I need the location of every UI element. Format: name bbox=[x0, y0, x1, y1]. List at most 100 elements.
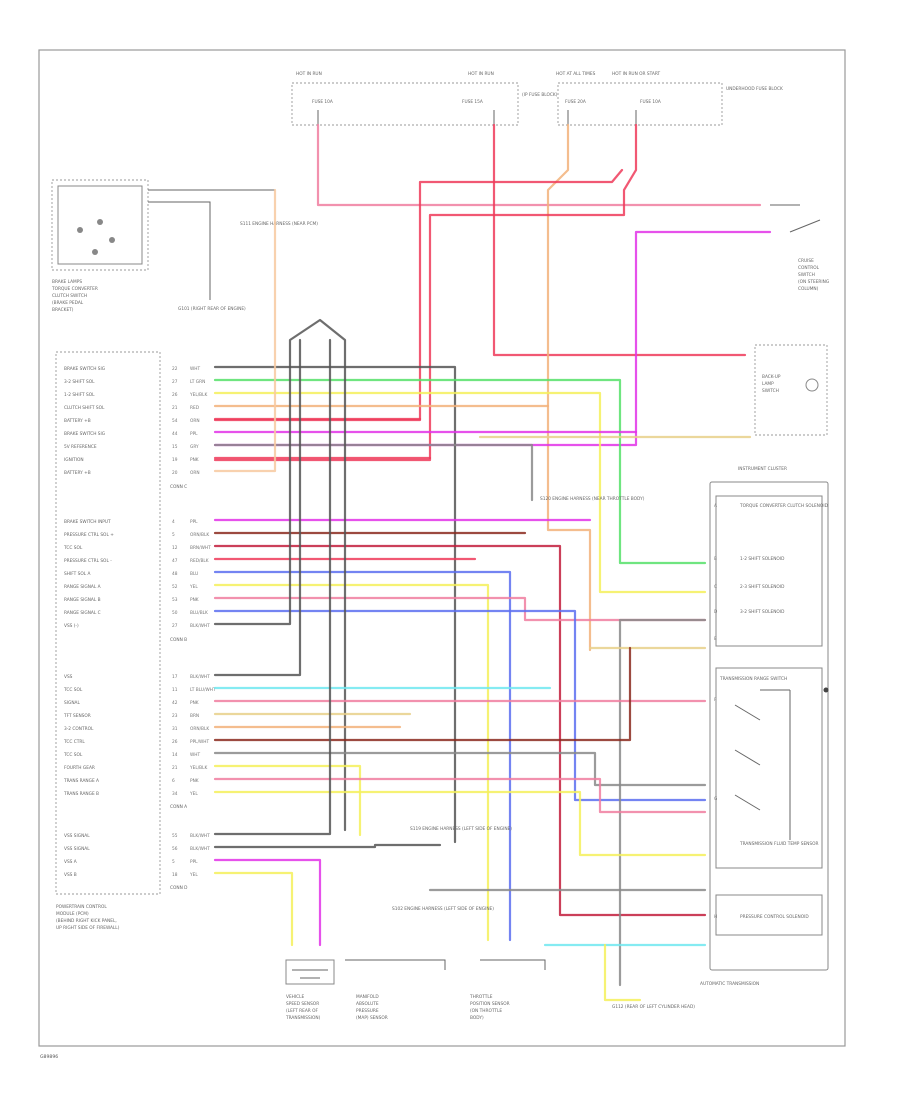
pcm-g3-c2: PNK bbox=[190, 700, 199, 706]
vss-line-3: (LEFT REAR OF bbox=[286, 1008, 319, 1014]
pcm-g1-c1: LT GRN bbox=[190, 379, 205, 385]
trans-pin-d: D bbox=[714, 609, 718, 615]
pcm-g2-c3: RED/BLK bbox=[190, 558, 209, 564]
vss-line-1: VEHICLE bbox=[286, 994, 305, 1000]
pcm-g2-l1: PRESSURE CTRL SOL + bbox=[64, 532, 114, 538]
pcm-g2-c0: PPL bbox=[190, 519, 198, 525]
pcm-g4-p1: 56 bbox=[172, 846, 178, 852]
pcm-g2-c1: ORN/BLK bbox=[190, 532, 209, 538]
sol-2: 2-3 SHIFT SOLENOID bbox=[740, 584, 785, 590]
pcm-g3-c1: LT BLU/WHT bbox=[190, 687, 216, 693]
vss-line-4: TRANSMISSION) bbox=[285, 1015, 321, 1021]
wire-g1-2 bbox=[213, 391, 707, 594]
map-line-2: ABSOLUTE bbox=[356, 1001, 379, 1007]
wire-g3-7 bbox=[213, 764, 362, 837]
pcm-g1-c6: GRY bbox=[190, 444, 199, 450]
wire-g1-1 bbox=[213, 378, 707, 565]
pcm-g3-p4: 31 bbox=[172, 726, 178, 732]
sol-6: TRANSMISSION FLUID TEMP SENSOR bbox=[739, 841, 818, 847]
pcm-conn-c4: CONN D bbox=[170, 885, 188, 891]
pcm-g3-c4: ORN/BLK bbox=[190, 726, 209, 732]
pcm-module: POWERTRAIN CONTROL MODULE (PCM) (BEHIND … bbox=[55, 351, 188, 931]
wire-g2-6 bbox=[213, 596, 707, 622]
trans-pin-a: A bbox=[714, 503, 717, 509]
brake-switch-line-2: TORQUE CONVERTER bbox=[51, 286, 98, 292]
pcm-g2-c2: BRN/WHT bbox=[190, 545, 211, 551]
pcm-g2-l7: RANGE SIGNAL C bbox=[64, 610, 101, 616]
pcm-g3-c8: PNK bbox=[190, 778, 199, 784]
wire-g2-5 bbox=[213, 583, 490, 942]
pcm-g2-p0: 4 bbox=[172, 519, 175, 525]
pcm-g1-p6: 15 bbox=[172, 444, 178, 450]
backup-lamp-switch: BACK-UP LAMP SWITCH bbox=[754, 344, 828, 436]
splice-s2-text: S119 ENGINE HARNESS (LEFT SIDE OF ENGINE… bbox=[410, 826, 512, 832]
cruise-line-1: CRUISE bbox=[798, 258, 814, 264]
pcm-g3-c9: YEL bbox=[189, 791, 198, 797]
pcm-g3-c6: WHT bbox=[190, 752, 200, 758]
tps-line-2: POSITION SENSOR bbox=[470, 1001, 510, 1007]
splice-s3-text: S102 ENGINE HARNESS (LEFT SIDE OF ENGINE… bbox=[392, 906, 494, 912]
trans-pin-e: E bbox=[714, 636, 717, 642]
splice-s1-text: S111 ENGINE HARNESS (NEAR PCM) bbox=[240, 221, 318, 227]
ground-g1-text: G101 (RIGHT REAR OF ENGINE) bbox=[178, 306, 246, 312]
pcm-title-3: (BEHIND RIGHT KICK PANEL, bbox=[56, 918, 117, 924]
pcm-g1-p0: 22 bbox=[172, 366, 178, 372]
pcm-g2-c7: BLU/BLK bbox=[190, 610, 208, 616]
pcm-g4-l3: VSS B bbox=[64, 872, 77, 878]
wire-g2-4 bbox=[213, 570, 512, 942]
pcm-g3-p3: 23 bbox=[172, 713, 178, 719]
trans-pin-h: H bbox=[714, 914, 717, 920]
pcm-g4-p0: 55 bbox=[172, 833, 178, 839]
pcm-title-2: MODULE (PCM) bbox=[56, 911, 89, 917]
wire-g3-0 bbox=[213, 338, 302, 677]
brake-switch-line-1: BRAKE LAMPS bbox=[52, 279, 82, 285]
wire-g4-3 bbox=[213, 871, 294, 947]
tps-line-1: THROTTLE bbox=[469, 994, 493, 1000]
pcm-g1-l8: BATTERY +B bbox=[64, 470, 91, 476]
wire-feed-orange bbox=[546, 123, 592, 652]
pcm-g4-l0: VSS SIGNAL bbox=[64, 833, 90, 839]
pcm-g1-p2: 26 bbox=[172, 392, 178, 398]
pcm-g1-c5: PPL bbox=[190, 431, 198, 437]
pcm-g4-p3: 18 bbox=[172, 872, 178, 878]
pcm-g4-p2: 5 bbox=[172, 859, 175, 865]
cruise-line-2: CONTROL bbox=[798, 265, 820, 271]
pcm-g3-l0: VSS bbox=[64, 674, 73, 680]
wire-g3-8 bbox=[213, 777, 707, 814]
pcm-g1-l0: BRAKE SWITCH SIG bbox=[64, 366, 105, 372]
pcm-g1-c7: PNK bbox=[190, 457, 199, 463]
pcm-g4-c0: BLK/WHT bbox=[190, 833, 210, 839]
wire-g2-8 bbox=[213, 318, 347, 832]
wire-g3-6 bbox=[213, 751, 707, 787]
pcm-g3-p5: 26 bbox=[172, 739, 178, 745]
pcm-g2-p5: 52 bbox=[172, 584, 178, 590]
wire-g3-5 bbox=[213, 646, 632, 742]
tps-sensor: THROTTLE POSITION SENSOR (ON THROTTLE BO… bbox=[469, 959, 546, 1021]
pcm-g1-c4: ORN bbox=[190, 418, 200, 424]
pcm-g2-p6: 53 bbox=[172, 597, 178, 603]
fuse-left-sub-label: (IP FUSE BLOCK) bbox=[522, 92, 558, 98]
pcm-g2-p2: 12 bbox=[172, 545, 178, 551]
map-line-1: MANIFOLD bbox=[356, 994, 379, 1000]
pcm-g1-p5: 44 bbox=[172, 431, 178, 437]
pcm-conn-c2: CONN B bbox=[170, 637, 187, 643]
pcm-g1-l6: 5V REFERENCE bbox=[64, 444, 97, 450]
map-line-3: PRESSURE bbox=[356, 1008, 379, 1014]
pcm-g3-l8: TRANS RANGE A bbox=[63, 778, 99, 784]
pcm-g3-p9: 34 bbox=[172, 791, 178, 797]
cruise-line-3: SWITCH bbox=[798, 272, 815, 278]
pcm-g3-l5: TCC CTRL bbox=[63, 739, 85, 745]
pcm-g1-c0: WHT bbox=[190, 366, 200, 372]
brake-switch: BRAKE LAMPS TORQUE CONVERTER CLUTCH SWIT… bbox=[51, 179, 275, 313]
pcm-g2-l2: TCC SOL bbox=[63, 545, 83, 551]
splices-lower: S119 ENGINE HARNESS (LEFT SIDE OF ENGINE… bbox=[392, 496, 695, 1010]
pcm-g3-p0: 17 bbox=[172, 674, 178, 680]
wire-g1-6 bbox=[213, 443, 534, 502]
pcm-g4-c2: PPL bbox=[190, 859, 198, 865]
cruise-line-5: COLUMN) bbox=[798, 286, 819, 292]
sol-1: 1-2 SHIFT SOLENOID bbox=[740, 556, 785, 562]
ground-g2-text: G112 (REAR OF LEFT CYLINDER HEAD) bbox=[612, 1004, 695, 1010]
pcm-g3-p8: 6 bbox=[172, 778, 175, 784]
pcm-conn-c3: CONN A bbox=[170, 804, 187, 810]
map-sensor: MANIFOLD ABSOLUTE PRESSURE (MAP) SENSOR bbox=[345, 959, 446, 1021]
